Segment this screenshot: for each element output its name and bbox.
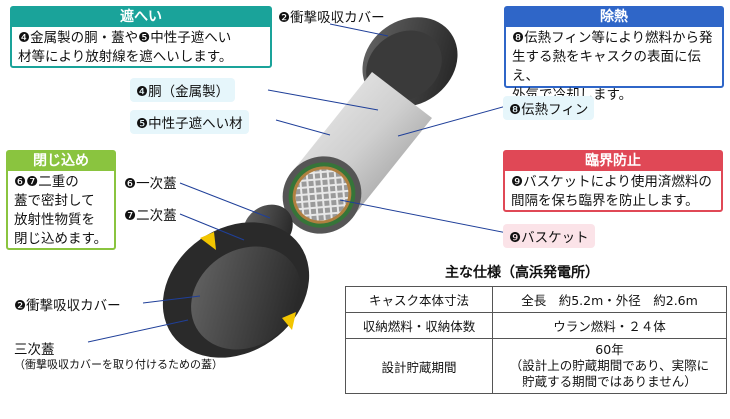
spec-key: キャスク本体寸法 [345, 286, 493, 313]
heat-removal-box: 除熱 ❽伝熱フィン等により燃料から発 生する熱をキャスクの表面に伝え、 外気で冷… [504, 6, 724, 103]
label-basket: ❾バスケット [503, 224, 595, 248]
criticality-title: 臨界防止 [505, 152, 721, 171]
criticality-text: ❾バスケットにより使用済燃料の 間隔を保ち臨界を防止します。 [511, 174, 712, 209]
label-neutron-shield: ❺中性子遮へい材 [130, 110, 249, 134]
shielding-text: ❹金属製の胴・蓋や❺中性子遮へい 材等により放射線を遮へいします。 [18, 30, 233, 65]
cask-body [282, 72, 432, 234]
spec-value: 60年 （設計上の貯蔵期間であり、実際に 貯蔵する期間ではありません） [492, 338, 727, 394]
label-body: ❹胴（金属製） [130, 78, 236, 102]
label-tertiary-lid-note: （衝撃吸収カバーを取り付けるための蓋） [14, 358, 223, 371]
table-row: キャスク本体寸法 全長 約5.2m・外径 約2.6m [345, 286, 727, 313]
containment-box: 閉じ込め ❻❼二重の 蓋で密封して 放射性物質を 閉じ込めます。 [6, 150, 116, 250]
heat-removal-title: 除熱 [506, 8, 722, 27]
label-secondary-lid: ❼二次蓋 [124, 208, 177, 224]
label-shock-absorber-bottom: ❷衝撃吸収カバー [14, 298, 121, 314]
leader-lines [87, 23, 513, 343]
spec-value: ウラン燃料・２４体 [492, 312, 727, 339]
table-row: 設計貯蔵期間 60年 （設計上の貯蔵期間であり、実際に 貯蔵する期間ではありませ… [345, 338, 727, 394]
label-primary-lid: ❻一次蓋 [124, 176, 177, 192]
spec-title: 主な仕様（高浜発電所） [445, 265, 599, 281]
containment-title: 閉じ込め [8, 152, 114, 171]
table-row: 収納燃料・収納体数 ウラン燃料・２４体 [345, 312, 727, 339]
spec-value: 全長 約5.2m・外径 約2.6m [492, 286, 727, 313]
spec-key: 収納燃料・収納体数 [345, 312, 493, 339]
heat-removal-text: ❽伝熱フィン等により燃料から発 生する熱をキャスクの表面に伝え、 外気で冷却しま… [512, 30, 713, 103]
shielding-box: 遮へい ❹金属製の胴・蓋や❺中性子遮へい 材等により放射線を遮へいします。 [10, 6, 272, 68]
label-shock-absorber-top: ❷衝撃吸収カバー [278, 10, 385, 26]
spec-key: 設計貯蔵期間 [345, 338, 493, 394]
shielding-title: 遮へい [12, 8, 270, 27]
criticality-box: 臨界防止 ❾バスケットにより使用済燃料の 間隔を保ち臨界を防止します。 [503, 150, 723, 212]
containment-text: ❻❼二重の 蓋で密封して 放射性物質を 閉じ込めます。 [14, 174, 108, 247]
label-heat-fin: ❽伝熱フィン [503, 96, 595, 120]
label-tertiary-lid: 三次蓋 [14, 342, 55, 358]
spec-table: キャスク本体寸法 全長 約5.2m・外径 約2.6m 収納燃料・収納体数 ウラン… [345, 286, 727, 394]
bottom-shock-absorber-cover [162, 222, 310, 358]
